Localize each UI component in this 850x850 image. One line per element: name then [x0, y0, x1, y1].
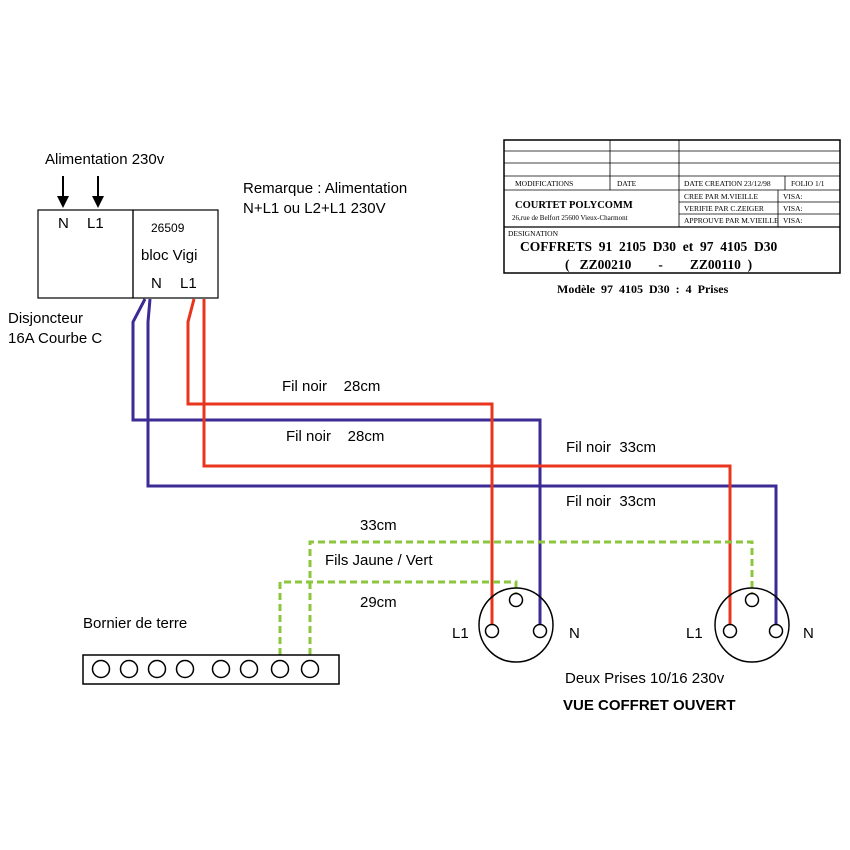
earth-wire-socket-2 — [308, 540, 754, 666]
socket-1-l1-hole — [484, 623, 500, 639]
wire-label-c: Fil noir 33cm — [566, 439, 656, 456]
sockets-caption: Deux Prises 10/16 230v — [565, 670, 725, 687]
tb-folio: FOLIO 1/1 — [791, 179, 825, 188]
terminal-hole — [175, 659, 195, 679]
phase-wire-socket-2 — [202, 299, 732, 631]
terminal-hole — [211, 659, 231, 679]
terminal-hole — [270, 659, 290, 679]
neutral-wire-socket-2 — [146, 298, 778, 631]
remark-line-1: Remarque : Alimentation — [243, 180, 407, 197]
socket-1-n-hole — [532, 623, 548, 639]
tb-modifications: MODIFICATIONS — [515, 179, 573, 188]
terminal-hole — [147, 659, 167, 679]
breaker-label-2: 16A Courbe C — [8, 330, 102, 347]
wire-label-d: Fil noir 33cm — [566, 493, 656, 510]
tb-designation: DESIGNATION — [508, 229, 559, 238]
tb-verifie: VERIFIE PAR C.ZEIGER — [684, 204, 764, 213]
socket-1-l1-label: L1 — [452, 625, 469, 642]
socket-2 — [714, 587, 790, 663]
terminal-hole — [91, 659, 111, 679]
wire-label-b: Fil noir 28cm — [286, 428, 384, 445]
socket-1-earth-pin — [508, 592, 524, 608]
socket-2-earth-pin — [744, 592, 760, 608]
tb-visa-3: VISA: — [783, 216, 803, 225]
socket-2-n-hole — [768, 623, 784, 639]
tb-cree: CREE PAR M.VIEILLE — [684, 192, 759, 201]
vigi-out-l1: L1 — [180, 275, 197, 292]
socket-1 — [478, 587, 554, 663]
breaker-box — [37, 209, 134, 299]
breaker-label-1: Disjoncteur — [8, 310, 83, 327]
terminal-hole — [119, 659, 139, 679]
tb-title-line-1: COFFRETS 91 2105 D30 et 97 4105 D30 — [520, 239, 777, 254]
tb-date-creation: DATE CREATION 23/12/98 — [684, 179, 771, 188]
terminal-hole — [239, 659, 259, 679]
wire-label-a: Fil noir 28cm — [282, 378, 380, 395]
terminal-block — [82, 654, 340, 685]
terminal-hole — [300, 659, 320, 679]
neutral-wire-socket-1 — [131, 298, 542, 631]
tb-model: Modèle 97 4105 D30 : 4 Prises — [557, 282, 729, 296]
phase-wire-socket-1 — [186, 298, 494, 631]
tb-visa-2: VISA: — [783, 204, 803, 213]
socket-1-n-label: N — [569, 625, 580, 642]
earth-length-short: 29cm — [360, 594, 397, 611]
vigi-box — [132, 209, 219, 299]
vigi-name: bloc Vigi — [141, 247, 197, 264]
earth-wire-socket-1 — [278, 580, 518, 666]
terminal-block-label: Bornier de terre — [83, 615, 187, 632]
supply-arrow-n — [57, 176, 69, 208]
supply-title: Alimentation 230v — [45, 151, 165, 168]
earth-length-long: 33cm — [360, 517, 397, 534]
remark-line-2: N+L1 ou L2+L1 230V — [243, 200, 386, 217]
socket-2-l1-hole — [722, 623, 738, 639]
socket-2-l1-label: L1 — [686, 625, 703, 642]
tb-date: DATE — [617, 179, 637, 188]
tb-approuve: APPROUVE PAR M.VIEILLE — [684, 216, 779, 225]
title-block — [503, 139, 841, 274]
tb-company: COURTET POLYCOMM — [515, 200, 633, 211]
supply-arrow-l1 — [92, 176, 104, 208]
view-caption: VUE COFFRET OUVERT — [563, 697, 736, 714]
breaker-in-l1: L1 — [87, 215, 104, 232]
tb-address: 26,rue de Belfort 25600 Vieux-Charmont — [512, 214, 628, 222]
tb-visa-1: VISA: — [783, 192, 803, 201]
tb-title-line-2: ( ZZ00210 - ZZ00110 ) — [565, 257, 752, 272]
breaker-in-n: N — [58, 215, 69, 232]
socket-2-n-label: N — [803, 625, 814, 642]
vigi-ref: 26509 — [151, 221, 185, 235]
earth-description: Fils Jaune / Vert — [325, 552, 433, 569]
vigi-out-n: N — [151, 275, 162, 292]
